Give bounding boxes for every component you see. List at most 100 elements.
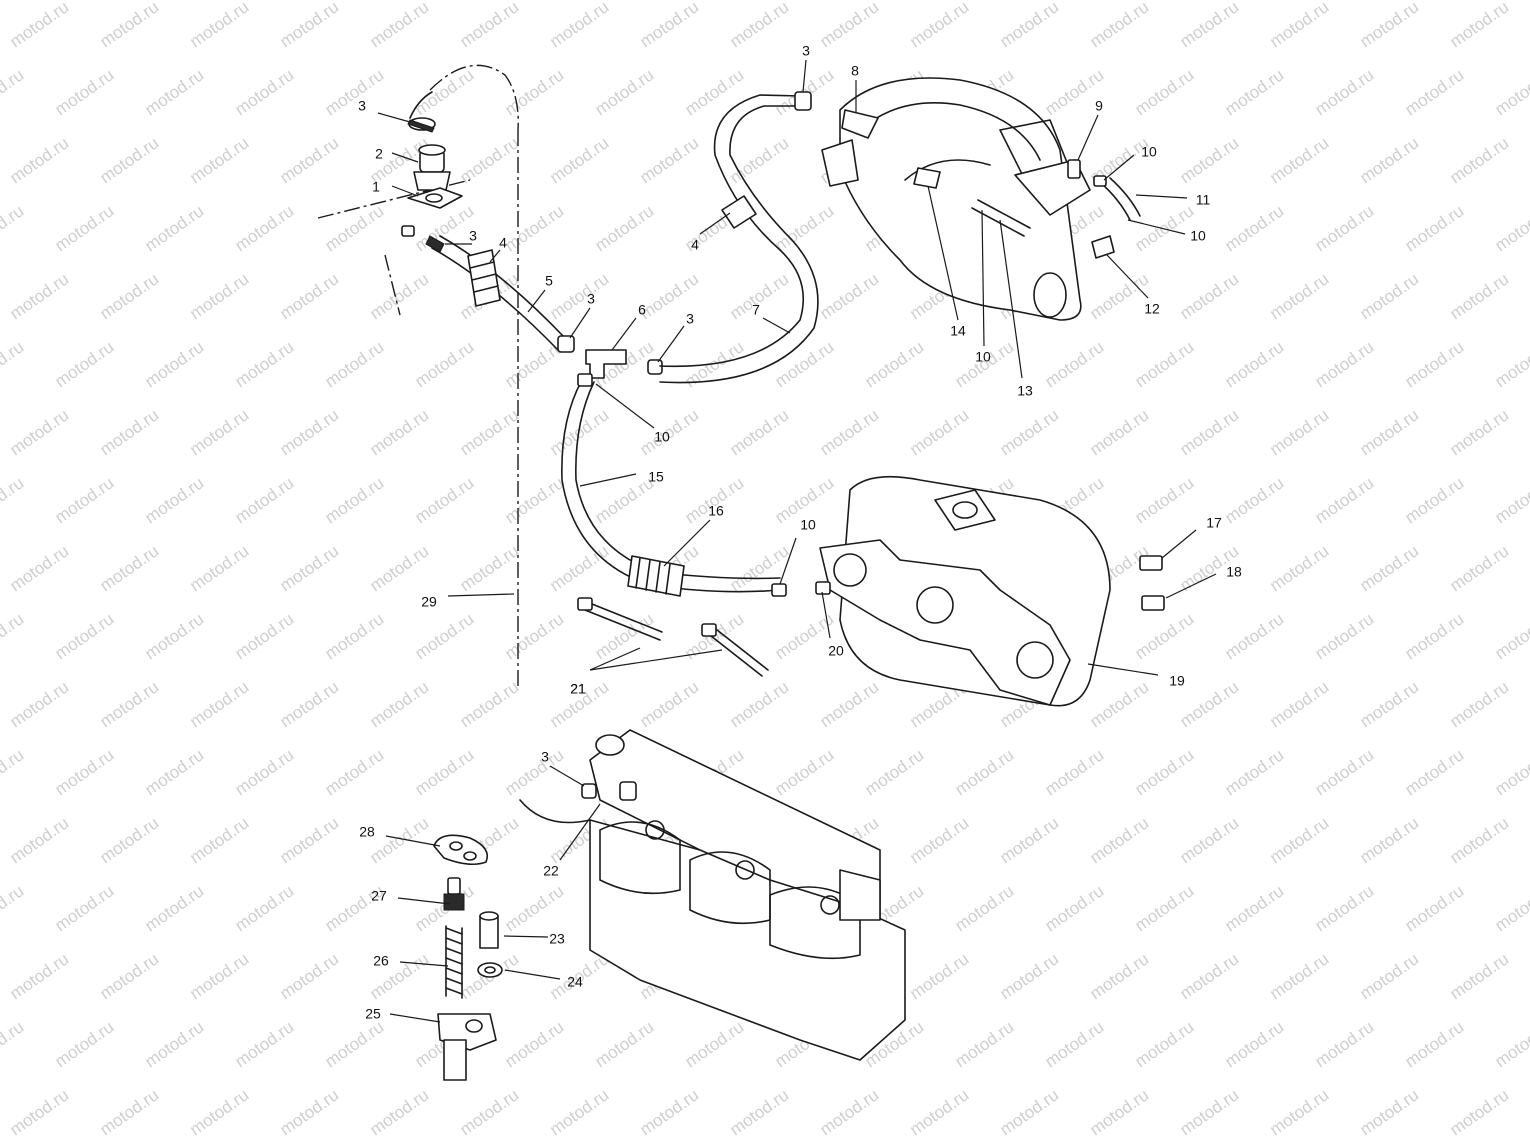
watermark-text: motod.ru (0, 337, 27, 391)
watermark-text: motod.ru (1266, 813, 1332, 867)
leader-line (389, 1013, 441, 1023)
watermark-text: motod.ru (681, 473, 747, 527)
callout-number-3: 3 (686, 311, 694, 327)
watermark-text: motod.ru (456, 677, 522, 731)
cylinder-block (519, 729, 906, 1061)
watermark-text: motod.ru (1491, 745, 1530, 799)
watermark-text: motod.ru (1491, 473, 1530, 527)
callout-number-15: 15 (648, 469, 664, 485)
watermark-text: motod.ru (546, 133, 612, 187)
watermark-text: motod.ru (96, 677, 162, 731)
callout-number-20: 20 (828, 643, 844, 659)
watermark-text: motod.ru (366, 677, 432, 731)
watermark-text: motod.ru (1221, 473, 1287, 527)
watermark-text: motod.ru (681, 1017, 747, 1071)
watermark-text: motod.ru (141, 881, 207, 935)
watermark-text: motod.ru (1131, 337, 1197, 391)
sleeve-part-4-left (467, 249, 501, 307)
watermark-text: motod.ru (141, 65, 207, 119)
clamp-part-3-bottom (581, 783, 597, 799)
watermark-text: motod.ru (0, 1017, 27, 1071)
clamp-top-left (407, 91, 436, 133)
housing-part-25 (437, 1013, 497, 1081)
watermark-text: motod.ru (96, 949, 162, 1003)
watermark-text: motod.ru (726, 133, 792, 187)
watermark-text: motod.ru (1446, 949, 1512, 1003)
watermark-text: motod.ru (141, 201, 207, 255)
watermark-text: motod.ru (1446, 133, 1512, 187)
leader-line (699, 212, 731, 235)
callout-number-4: 4 (691, 237, 699, 253)
tee-part-6 (585, 349, 627, 379)
watermark-text: motod.ru (276, 133, 342, 187)
watermark-text: motod.ru (186, 0, 252, 51)
leader-line (802, 59, 807, 93)
watermark-text: motod.ru (366, 813, 432, 867)
watermark-text: motod.ru (1131, 881, 1197, 935)
watermark-text: motod.ru (1311, 473, 1377, 527)
callout-number-18: 18 (1226, 564, 1242, 580)
watermark-text: motod.ru (456, 541, 522, 595)
washer-part-24 (477, 962, 503, 978)
watermark-text: motod.ru (51, 65, 117, 119)
watermark-text: motod.ru (501, 65, 567, 119)
leader-line (1127, 219, 1186, 235)
leader-line (1087, 663, 1159, 676)
callout-number-10: 10 (1141, 144, 1157, 160)
watermark-text: motod.ru (906, 405, 972, 459)
watermark-text: motod.ru (1266, 1085, 1332, 1139)
watermark-text: motod.ru (1086, 949, 1152, 1003)
watermark-text: motod.ru (1446, 269, 1512, 323)
watermark-text: motod.ru (1041, 881, 1107, 935)
leader-line (999, 219, 1023, 379)
watermark-text: motod.ru (1446, 0, 1512, 51)
watermark-text: motod.ru (276, 0, 342, 51)
watermark-text: motod.ru (186, 813, 252, 867)
watermark-text: motod.ru (1221, 337, 1287, 391)
watermark-text: motod.ru (1311, 65, 1377, 119)
watermark-text: motod.ru (411, 201, 477, 255)
bolt-part-18 (1141, 595, 1165, 611)
studs-part-21 (577, 597, 769, 677)
watermark-text: motod.ru (186, 541, 252, 595)
watermark-text: motod.ru (141, 609, 207, 663)
watermark-text: motod.ru (1086, 1085, 1152, 1139)
watermark-text: motod.ru (141, 745, 207, 799)
watermark-text: motod.ru (1311, 745, 1377, 799)
callout-number-19: 19 (1169, 673, 1185, 689)
watermark-text: motod.ru (276, 405, 342, 459)
leader-line (762, 317, 791, 334)
watermark-text: motod.ru (0, 201, 27, 255)
watermark-text: motod.ru (231, 473, 297, 527)
watermark-text: motod.ru (6, 949, 72, 1003)
watermark-text: motod.ru (141, 337, 207, 391)
watermark-text: motod.ru (1401, 881, 1467, 935)
tube-part-13 (971, 199, 1031, 237)
watermark-text: motod.ru (501, 609, 567, 663)
watermark-text: motod.ru (6, 813, 72, 867)
callout-number-7: 7 (752, 302, 760, 318)
valve-part-27 (443, 877, 465, 911)
watermark-text: motod.ru (996, 0, 1062, 51)
callout-number-4: 4 (499, 235, 507, 251)
watermark-text: motod.ru (906, 949, 972, 1003)
watermark-text: motod.ru (726, 0, 792, 51)
watermark-text: motod.ru (1086, 813, 1152, 867)
watermark-text: motod.ru (1266, 949, 1332, 1003)
watermark-text: motod.ru (6, 541, 72, 595)
leader-line (1105, 253, 1149, 299)
watermark-text: motod.ru (186, 405, 252, 459)
watermark-text: motod.ru (906, 1085, 972, 1139)
watermark-text: motod.ru (951, 881, 1017, 935)
watermark-text: motod.ru (636, 0, 702, 51)
fitting-part-12 (1091, 235, 1115, 259)
watermark-text: motod.ru (0, 473, 27, 527)
callout-number-24: 24 (567, 974, 583, 990)
leader-line (391, 185, 419, 197)
spring-part-26 (445, 925, 463, 999)
watermark-text: motod.ru (816, 677, 882, 731)
watermark-text: motod.ru (951, 1017, 1017, 1071)
callout-number-21: 21 (570, 681, 586, 697)
watermark-text: motod.ru (1401, 1017, 1467, 1071)
